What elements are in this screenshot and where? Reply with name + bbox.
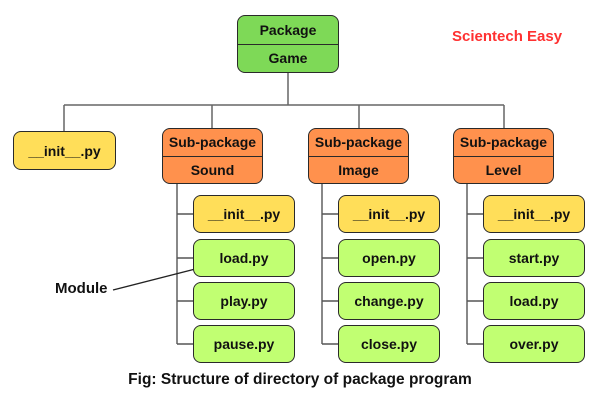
figure-caption: Fig: Structure of directory of package p…	[128, 371, 472, 388]
init-file-box: __init__.py	[13, 131, 116, 170]
module-file-box: close.py	[338, 325, 440, 363]
subpackage-name-label: Sound	[163, 155, 262, 184]
package-box: Package Game	[237, 15, 339, 73]
init-file-box: __init__.py	[483, 195, 585, 233]
module-file-box: change.py	[338, 282, 440, 320]
module-file-box: open.py	[338, 239, 440, 277]
module-annotation: Module	[55, 280, 108, 297]
subpackage-type-label: Sub-package	[168, 134, 257, 151]
module-file-box: pause.py	[193, 325, 295, 363]
subpackage-type-label: Sub-package	[314, 134, 403, 151]
brand-watermark: Scientech Easy	[452, 28, 563, 45]
subpackage-name-label: Image	[309, 155, 408, 184]
module-file-box: play.py	[193, 282, 295, 320]
package-type-label: Package	[259, 21, 317, 38]
subpackage-type-label: Sub-package	[459, 134, 548, 151]
module-file-box: load.py	[483, 282, 585, 320]
init-file-box: __init__.py	[338, 195, 440, 233]
subpackage-name-label: Level	[454, 155, 553, 184]
module-file-box: load.py	[193, 239, 295, 277]
module-file-box: start.py	[483, 239, 585, 277]
subpackage-box-image: Sub-package Image	[308, 128, 409, 184]
package-name-label: Game	[238, 43, 338, 73]
module-file-box: over.py	[483, 325, 585, 363]
init-file-box: __init__.py	[193, 195, 295, 233]
subpackage-box-level: Sub-package Level	[453, 128, 554, 184]
subpackage-box-sound: Sub-package Sound	[162, 128, 263, 184]
